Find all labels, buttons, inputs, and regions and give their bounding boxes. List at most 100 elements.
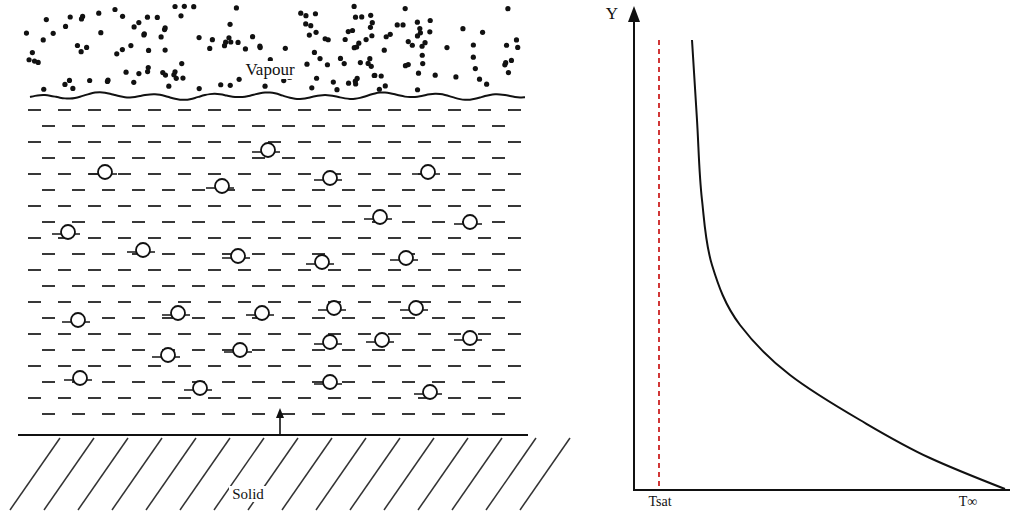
liquid-dash	[342, 157, 355, 159]
solid-hatching	[10, 438, 570, 510]
vapour-dot	[136, 20, 141, 25]
vapour-dot	[368, 25, 373, 30]
liquid-dash	[342, 317, 355, 319]
liquid-dash	[448, 173, 461, 175]
vapour-bubble	[206, 179, 234, 193]
hatch-line	[350, 438, 400, 510]
liquid-dash	[28, 269, 41, 271]
liquid-dash	[238, 333, 251, 335]
liquid-dash	[252, 413, 265, 415]
liquid-dash	[268, 365, 281, 367]
liquid-dash	[492, 125, 505, 127]
liquid-dash	[178, 365, 191, 367]
liquid-dash	[192, 349, 205, 351]
vapour-dot	[422, 40, 427, 45]
liquid-dash	[282, 285, 295, 287]
vapour-dot	[114, 51, 119, 56]
liquid-dash	[132, 381, 145, 383]
liquid-dash	[58, 333, 71, 335]
vapour-dot	[207, 46, 212, 51]
liquid-dash	[492, 413, 505, 415]
hatch-line	[418, 438, 468, 510]
vapour-dot	[120, 14, 125, 19]
liquid-dash	[448, 237, 461, 239]
liquid-dash	[222, 381, 235, 383]
vapour-bubble	[306, 255, 334, 269]
vapour-bubble	[314, 171, 342, 185]
liquid-dash	[358, 333, 371, 335]
hatch-line	[282, 438, 332, 510]
vapour-bubble	[366, 333, 394, 347]
liquid-dash	[252, 381, 265, 383]
liquid-dash	[268, 109, 281, 111]
bubble-circle	[399, 251, 413, 265]
liquid-dash	[208, 301, 221, 303]
vapour-dot	[382, 48, 387, 53]
axis-tick-label: T∞	[956, 494, 981, 509]
vapour-dot	[352, 45, 357, 50]
liquid-dash	[418, 365, 431, 367]
liquid-dash	[192, 317, 205, 319]
liquid-dash	[358, 141, 371, 143]
liquid-dash	[448, 397, 461, 399]
liquid-dash	[282, 189, 295, 191]
liquid-dash	[448, 269, 461, 271]
bubble-circle	[73, 371, 87, 385]
liquid-dash	[492, 317, 505, 319]
liquid-dash	[372, 157, 385, 159]
liquid-dash	[388, 205, 401, 207]
liquid-dash	[298, 269, 311, 271]
liquid-dash	[58, 301, 71, 303]
vapour-dot	[180, 75, 185, 80]
liquid-dash	[192, 189, 205, 191]
vapour-dot	[509, 58, 514, 63]
liquid-dash	[162, 189, 175, 191]
liquid-dash	[372, 253, 385, 255]
vapour-dot	[473, 66, 478, 71]
vapour-bubble	[314, 375, 342, 389]
bubble-circle	[136, 243, 150, 257]
liquid-dash	[298, 237, 311, 239]
vapour-dot	[87, 78, 92, 83]
bubble-circle	[255, 306, 269, 320]
liquid-dash	[222, 221, 235, 223]
vapour-dot	[415, 33, 420, 38]
liquid-dash	[162, 221, 175, 223]
liquid-dash	[298, 141, 311, 143]
liquid-dash	[312, 285, 325, 287]
bubble-circle	[421, 165, 435, 179]
vapour-dot	[250, 34, 255, 39]
liquid-dash	[448, 333, 461, 335]
liquid-dash	[462, 317, 475, 319]
vapour-dot	[379, 73, 384, 78]
liquid-dash	[118, 173, 131, 175]
liquid-dash	[402, 413, 415, 415]
liquid-dash	[102, 221, 115, 223]
liquid-dash	[208, 173, 221, 175]
liquid-dash	[448, 109, 461, 111]
liquid-dash	[342, 413, 355, 415]
liquid-dash	[388, 333, 401, 335]
liquid-dash	[208, 109, 221, 111]
vapour-dot	[309, 85, 314, 90]
liquid-dash	[42, 221, 55, 223]
liquid-dash	[328, 141, 341, 143]
vapour-dot	[331, 79, 336, 84]
axis-tick-label: Tsat	[645, 494, 674, 509]
liquid-dash	[478, 333, 491, 335]
liquid-dash	[282, 349, 295, 351]
vapour-dot	[163, 47, 168, 52]
liquid-dash	[132, 317, 145, 319]
liquid-dash	[148, 365, 161, 367]
liquid-dash	[238, 301, 251, 303]
vapour-dot	[70, 86, 75, 91]
liquid-dash	[462, 285, 475, 287]
bubble-circle	[261, 143, 275, 157]
liquid-dash	[298, 333, 311, 335]
liquid-dash	[132, 125, 145, 127]
vapour-dot	[368, 13, 373, 18]
vapour-dot	[363, 37, 368, 42]
hatch-line	[452, 438, 502, 510]
vapour-dot	[30, 50, 35, 55]
liquid-dash	[478, 109, 491, 111]
